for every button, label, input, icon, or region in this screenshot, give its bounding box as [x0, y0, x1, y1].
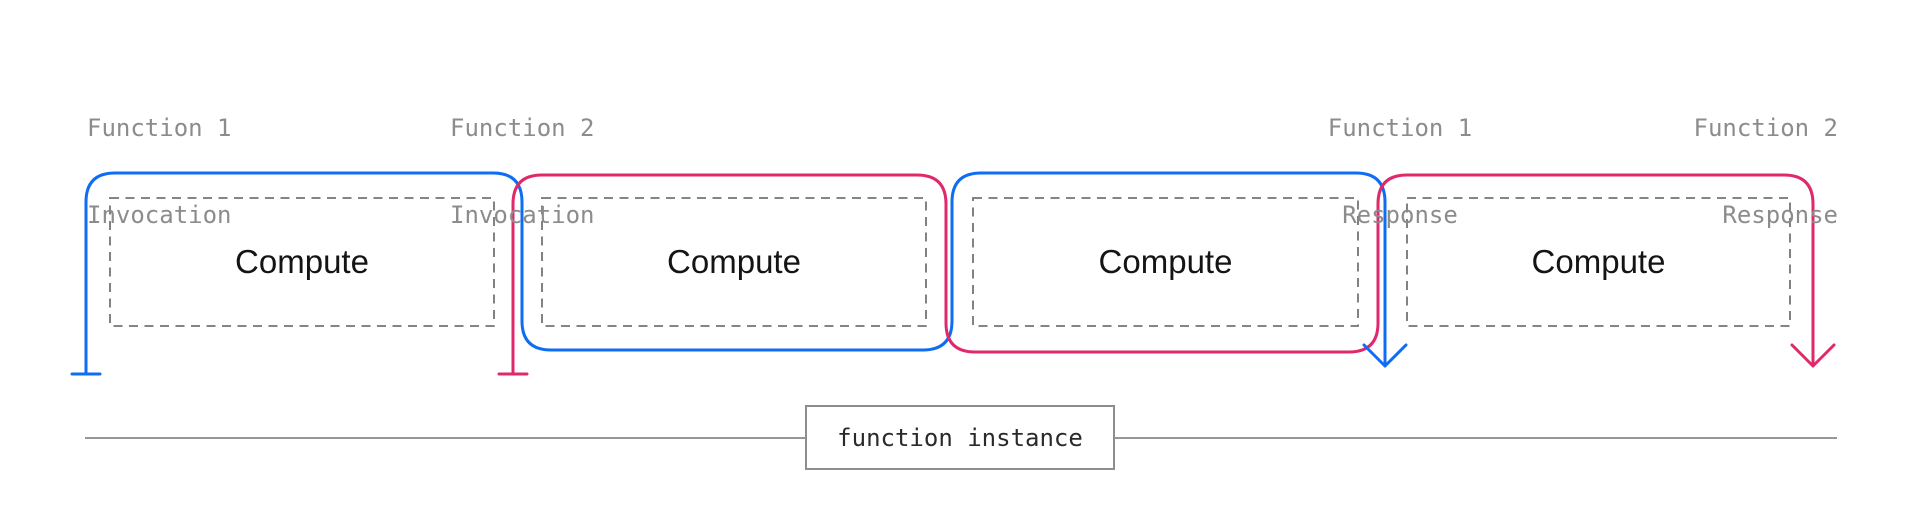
- label-line: Response: [1342, 201, 1458, 229]
- compute-dashed-boxes: [109, 197, 1791, 327]
- compute-box-label-3: Compute: [1098, 243, 1233, 280]
- label-function2-response: Function 2 Response: [1694, 56, 1839, 288]
- label-line: Function 1: [1327, 114, 1473, 142]
- compute-box-outline-4: [1406, 197, 1791, 327]
- function2-response-arrow-down-icon: [1790, 343, 1836, 368]
- label-function1-response: Function 1 Response: [1328, 56, 1473, 288]
- label-function1-invocation: Function 1 Invocation: [87, 56, 232, 288]
- compute-box-outline-3: [972, 197, 1359, 327]
- compute-box-outline-2: [541, 197, 927, 327]
- compute-box-label-4: Compute: [1531, 243, 1666, 280]
- label-line: Function 1: [87, 114, 232, 142]
- function-instance-box: function instance: [805, 405, 1115, 470]
- label-line: Invocation: [450, 201, 595, 229]
- function1-flow-line: [84, 171, 1387, 376]
- compute-box-outline-1: [109, 197, 495, 327]
- label-line: Function 2: [1693, 114, 1839, 142]
- function2-flow-line: [511, 173, 1815, 376]
- compute-box-label-2: Compute: [667, 243, 801, 280]
- label-line: Function 2: [450, 114, 595, 142]
- label-line: Invocation: [87, 201, 232, 229]
- function1-response-arrow-down-icon: [1362, 343, 1408, 368]
- compute-box-label-1: Compute: [235, 243, 369, 280]
- label-line: Response: [1722, 201, 1838, 229]
- label-function2-invocation: Function 2 Invocation: [450, 56, 595, 288]
